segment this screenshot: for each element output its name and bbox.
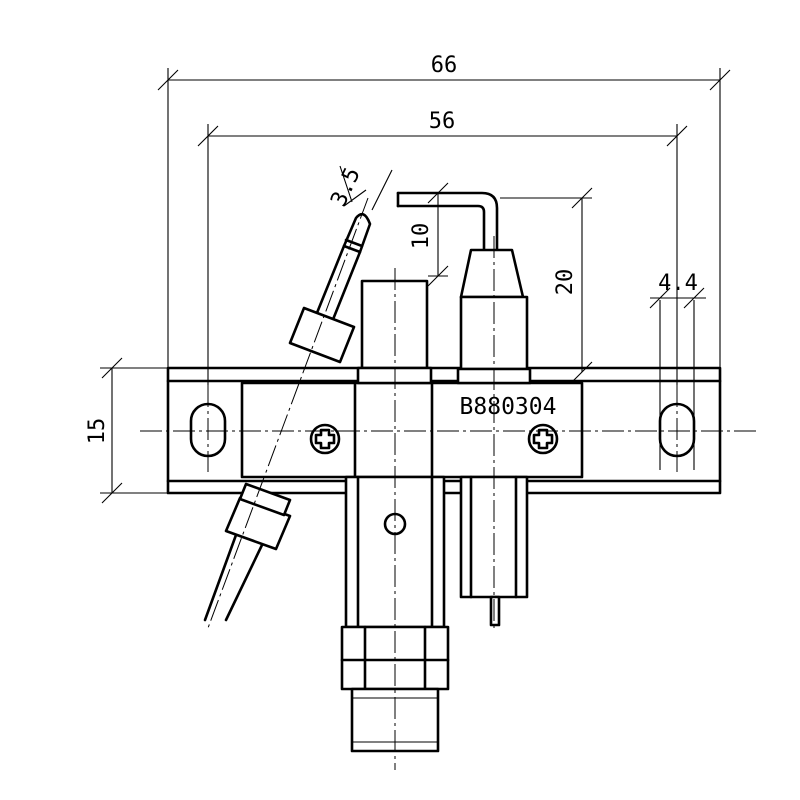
dimension-electrode-drop: 10 — [400, 182, 449, 287]
burner-block — [240, 381, 584, 479]
dim-10-label: 10 — [409, 223, 434, 250]
dim-3-5-label: 3.5 — [326, 164, 365, 211]
centerlines — [140, 197, 760, 770]
phillips-screw-icon — [309, 423, 341, 455]
dimension-tip-diameter: 3.5 — [326, 164, 393, 211]
dim-66-label: 66 — [431, 53, 458, 78]
thermocouple-probe — [203, 212, 372, 622]
part-number-label: B880304 — [460, 394, 557, 420]
dimension-bracket-height: 15 — [85, 357, 168, 504]
dimension-slot-width: 4.4 — [649, 271, 706, 470]
dimension-overall-width: 66 — [157, 53, 731, 368]
dim-20-label: 20 — [553, 269, 578, 296]
dim-15-label: 15 — [85, 418, 110, 445]
phillips-screw-icon — [527, 423, 559, 455]
dimension-electrode-height: 20 — [500, 187, 593, 383]
dim-4-4-label: 4.4 — [658, 271, 698, 296]
dimension-hole-spacing: 56 — [197, 109, 688, 385]
dim-56-label: 56 — [429, 109, 456, 134]
